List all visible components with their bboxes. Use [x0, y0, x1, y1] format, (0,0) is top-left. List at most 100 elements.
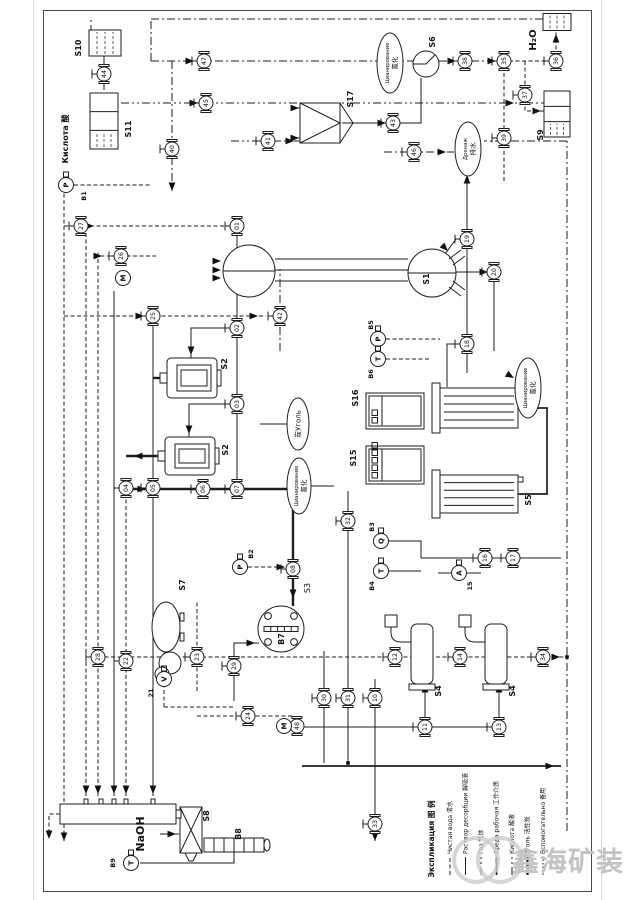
instrument-letter: P — [374, 336, 382, 341]
valve-number: 04 — [123, 484, 130, 492]
flow-arrow-icon — [168, 182, 176, 191]
valve-number: 12 — [392, 653, 399, 661]
valve-number: 02 — [234, 324, 241, 332]
valve-number: 41 — [265, 137, 272, 145]
flow-arrow-icon — [505, 99, 514, 107]
valve-number: 19 — [464, 235, 471, 243]
equipment-S10: S10 — [74, 29, 122, 57]
flow-arrow-icon — [290, 134, 299, 142]
pipe-line — [342, 78, 422, 124]
flow-arrow-icon — [185, 425, 193, 434]
valve-number: 03 — [234, 400, 241, 408]
equipment-label: S4 — [508, 685, 517, 697]
flow-arrow-icon — [545, 762, 554, 770]
flow-arrow-icon — [82, 785, 90, 794]
equipment-label: S17 — [346, 91, 355, 108]
flow-arrow-icon — [532, 107, 541, 115]
instrument-letter: Q — [377, 538, 385, 544]
text-label: NaOH — [134, 816, 147, 851]
instrument-letter: M — [119, 274, 127, 281]
text-label: Кислота 酸 — [60, 113, 70, 163]
instrument-letter: P — [62, 182, 70, 187]
flag-text: 排水 — [468, 142, 477, 156]
equipment-label: B7 — [277, 633, 286, 645]
equipment-label: S2 — [221, 444, 230, 455]
valve-number: 17 — [510, 554, 517, 562]
valve-number: 47 — [201, 57, 208, 65]
valve-number: 44 — [101, 70, 108, 78]
valve-16: 16 — [472, 548, 493, 568]
instrument-M: M — [115, 270, 131, 286]
valve-number: 29 — [231, 662, 238, 670]
valve-34: 34 — [530, 647, 551, 667]
valve-01: 01 — [224, 216, 245, 236]
valve-number: 14 — [457, 653, 464, 661]
valve-33: 33 — [362, 814, 383, 834]
valve-08: 08 — [280, 559, 301, 579]
valve-number: 32 — [345, 517, 352, 525]
valve-number: 37 — [522, 91, 529, 99]
valve-number: 34 — [540, 653, 547, 661]
equipment-label: S4 — [434, 685, 443, 697]
valve-number: 39 — [501, 134, 508, 142]
equipment-label: B8 — [234, 828, 243, 840]
valve-number: 30 — [321, 694, 328, 702]
instrument-tag: 15 — [466, 581, 474, 591]
valve-number: 36 — [553, 57, 560, 65]
instrument-B3: Q B3 — [368, 522, 389, 549]
pipe-line — [524, 61, 545, 112]
flow-arrow-icon — [122, 785, 130, 794]
valve-number: 01 — [234, 222, 241, 230]
page-margin-line-left — [33, 0, 34, 900]
text-label: S3 — [303, 583, 312, 593]
valve-11: 11 — [412, 717, 433, 737]
page-margin-line-right — [601, 0, 602, 900]
valve-number: 11 — [422, 723, 429, 731]
flag-text: Цианирование — [385, 43, 391, 84]
valve-25: 25 — [140, 306, 161, 326]
instrument-B4: TB4 — [368, 557, 389, 591]
equipment-S2: S2 — [159, 357, 229, 399]
valve-39: 39 — [491, 128, 512, 148]
instrument-tag: B5 — [367, 320, 375, 330]
flow-arrow-icon — [290, 104, 299, 112]
flow-arrow-icon — [94, 785, 102, 794]
instrument-B9: TB9 — [109, 849, 139, 871]
valve-number: 45 — [203, 99, 210, 107]
valve-number: 18 — [464, 340, 471, 348]
flag-text: 氰化 — [528, 381, 537, 395]
flow-arrow-icon — [249, 312, 258, 320]
pipe-line — [190, 327, 237, 358]
instrument-tag: B9 — [109, 858, 117, 868]
equipment-S16: S16 — [351, 389, 425, 430]
watermark-text: 鑫海矿装 — [512, 847, 624, 878]
flow-arrow-icon — [437, 148, 446, 156]
valve-number: 43 — [390, 119, 397, 127]
valve-04: 04 — [113, 478, 134, 498]
valve-number: 23 — [194, 653, 201, 661]
legend-entry-label: Уголь 活性炭 — [524, 816, 532, 854]
equipment-label: S2 — [220, 358, 229, 369]
flow-arrow-icon — [289, 589, 297, 598]
flag-text: Цианирование — [294, 466, 300, 507]
valve-43: 43 — [380, 113, 401, 133]
instrument-B6: TB6 — [367, 345, 386, 379]
valve-27: 27 — [68, 216, 89, 236]
equipment-label: S7 — [178, 579, 187, 590]
legend-entry-label: Чистая вода 清水 — [446, 801, 454, 854]
instrument-tag: B6 — [367, 369, 375, 379]
instrument-B5: P B5 — [367, 320, 386, 347]
equipment-B7: B7 — [257, 605, 305, 653]
flow-arrow-icon — [45, 830, 53, 839]
equipment-S8: S8 — [179, 806, 211, 862]
valve-28: 28 — [85, 647, 106, 667]
instrument-tag: B3 — [368, 522, 376, 531]
valve-44: 44 — [91, 64, 112, 84]
valve-number: 07 — [234, 485, 241, 493]
legend-title: Экспликация 图 例 — [426, 800, 436, 877]
legend-entry-label: Раствор десорбции 解吸液 — [462, 773, 470, 854]
valve-number: 35 — [501, 57, 508, 65]
valve-number: 31 — [345, 694, 352, 702]
